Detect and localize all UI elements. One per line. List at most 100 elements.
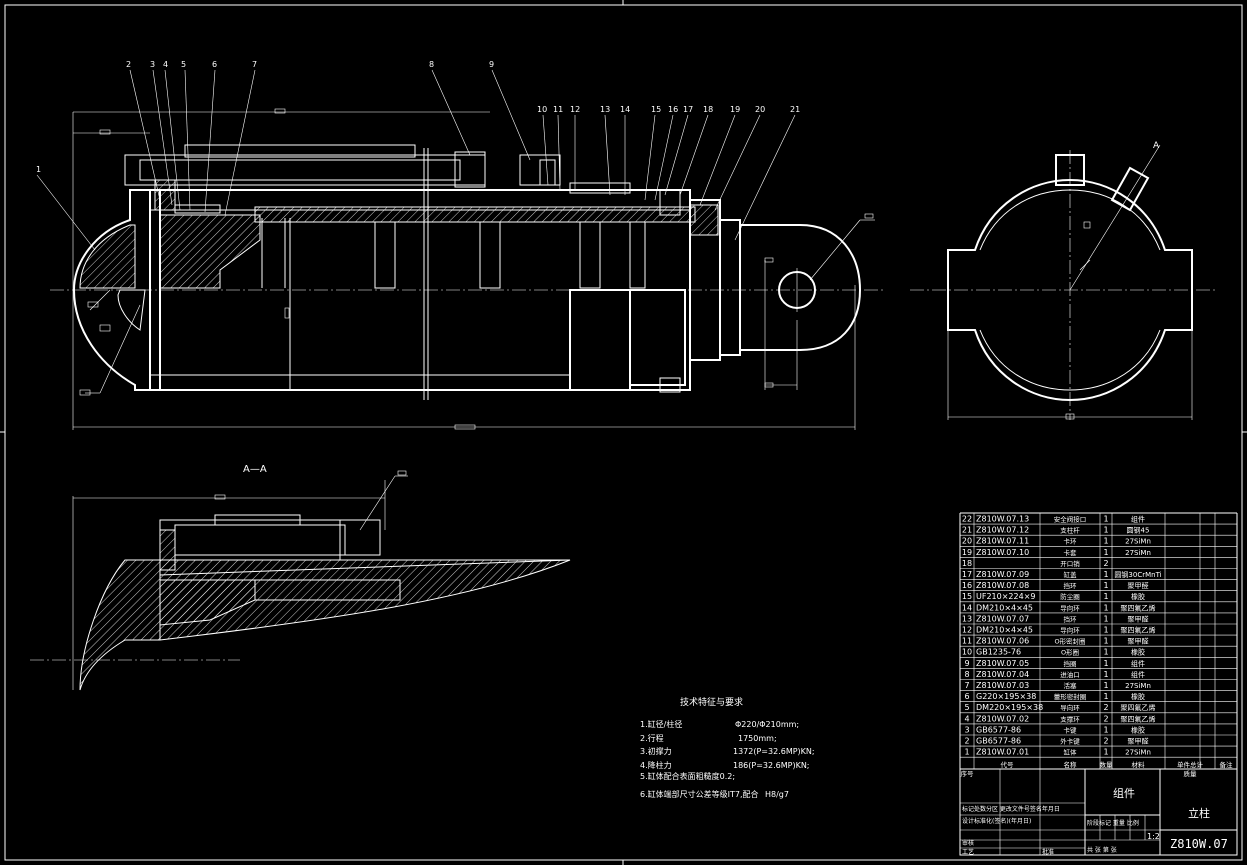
tech-line-2-label: 2.行程 xyxy=(640,733,664,743)
balloon-7: 7 xyxy=(252,60,257,69)
section-oil-inlet xyxy=(339,519,381,556)
balloon-20: 20 xyxy=(755,105,765,114)
tech-line-4-value: 186(P=32.6MP)KN; xyxy=(733,761,810,770)
revision-labels: 标记处数分区 更改文件号签名年月日 xyxy=(962,805,1060,813)
part-row-code: Z810W.07.03 xyxy=(976,681,1029,690)
part-row-material: 组件 xyxy=(1131,659,1145,668)
part-row-qty: 2 xyxy=(1103,714,1108,723)
part-row-material: 组件 xyxy=(1131,670,1145,679)
balloon-18: 18 xyxy=(703,105,713,114)
part-row-code: GB1235-76 xyxy=(976,648,1021,657)
tech-line-2-value: 1750mm; xyxy=(738,734,777,743)
part-row-name: 挡环 xyxy=(1064,614,1078,623)
part-row-code: Z810W.07.11 xyxy=(976,537,1029,546)
balloon-15: 15 xyxy=(651,105,661,114)
part-row-qty: 1 xyxy=(1103,570,1108,579)
approve-label: 批准 xyxy=(1042,848,1054,856)
oil-inlet xyxy=(454,151,486,188)
balloon-2: 2 xyxy=(126,60,131,69)
part-row-no: 7 xyxy=(964,681,969,690)
part-row-code: Z810W.07.06 xyxy=(976,637,1029,646)
balloon-12: 12 xyxy=(570,105,580,114)
part-row-name: 卡环 xyxy=(1064,537,1078,546)
part-row-material: 圆钢30CrMnTi xyxy=(1114,570,1161,579)
part-row-qty: 1 xyxy=(1103,592,1108,601)
part-row-code: Z810W.07.13 xyxy=(976,515,1029,524)
section-a-a-view: A—A xyxy=(30,464,571,691)
part-row-code: Z810W.07.07 xyxy=(976,614,1029,623)
process-label: 工艺 xyxy=(962,848,974,856)
stage-labels: 阶段标记 重量 比例 xyxy=(1087,819,1139,827)
balloon-17: 17 xyxy=(683,105,693,114)
part-row-code: Z810W.07.04 xyxy=(976,670,1029,679)
part-row-name: 蕾形密封圈 xyxy=(1054,692,1087,701)
balloon-4: 4 xyxy=(163,60,168,69)
part-row-material: 组件 xyxy=(1131,515,1145,524)
part-row-no: 11 xyxy=(962,637,972,646)
part-row-no: 3 xyxy=(964,725,969,734)
part-row-name: 支撑环 xyxy=(1060,714,1080,723)
part-row-name: 挡圈 xyxy=(1064,659,1077,668)
balloon-labels: 1 2 3 4 5 6 7 8 9 10 11 12 13 14 15 16 1… xyxy=(36,60,800,174)
part-row-no: 16 xyxy=(962,581,972,590)
part-row-material: 聚甲醛 xyxy=(1128,737,1149,746)
parts-header-no: 序号 xyxy=(961,769,975,778)
part-row-material: 27SiMn xyxy=(1125,682,1151,690)
part-row-name: 活塞 xyxy=(1064,681,1078,690)
drawing-title: 立柱 xyxy=(1188,806,1210,820)
end-view: A xyxy=(910,141,1215,420)
part-row-material: 27SiMn xyxy=(1125,549,1151,557)
part-row-no: 2 xyxy=(964,737,969,746)
balloon-1: 1 xyxy=(36,165,41,174)
balloon-13: 13 xyxy=(600,105,610,114)
balloon-10: 10 xyxy=(537,105,547,114)
part-row-no: 22 xyxy=(962,515,972,524)
part-row-no: 19 xyxy=(962,548,972,557)
parts-header-material: 材料 xyxy=(1132,760,1146,769)
part-row-name: 开口销 xyxy=(1060,559,1080,568)
leader-lines xyxy=(36,69,796,394)
cylinder-base xyxy=(72,189,161,391)
part-row-qty: 1 xyxy=(1103,515,1108,524)
part-row-code: DM210×4×45 xyxy=(976,603,1033,612)
balloon-6: 6 xyxy=(212,60,217,69)
balloon-9: 9 xyxy=(489,60,494,69)
balloon-5: 5 xyxy=(181,60,186,69)
part-row-name: 导向环 xyxy=(1060,603,1080,612)
part-row-code: Z810W.07.05 xyxy=(976,659,1029,668)
part-row-qty: 1 xyxy=(1103,581,1108,590)
sheet-labels: 共 张 第 张 xyxy=(1087,846,1117,854)
part-row-no: 20 xyxy=(962,537,972,546)
part-row-material: 橡胶 xyxy=(1131,592,1145,601)
balloon-19: 19 xyxy=(730,105,740,114)
drawing-scale: 1:2 xyxy=(1147,832,1160,841)
piston xyxy=(159,214,261,289)
part-row-name: 卡套 xyxy=(1064,548,1078,557)
title-block: 组件 立柱 Z810W.07 1:2 标记处数分区 更改文件号签名年月日 设计标… xyxy=(959,768,1238,856)
tech-title: 技术特征与要求 xyxy=(680,696,743,708)
part-row-name: 安全阀接口 xyxy=(1054,515,1087,524)
part-row-code: Z810W.07.02 xyxy=(976,714,1029,723)
part-row-no: 4 xyxy=(964,714,969,723)
tech-line-3-label: 3.初撑力 xyxy=(640,746,672,756)
balloon-11: 11 xyxy=(553,105,563,114)
part-row-qty: 2 xyxy=(1103,703,1108,712)
parts-header-remark: 备注 xyxy=(1220,760,1234,769)
part-row-material: 橡胶 xyxy=(1131,648,1145,657)
part-row-code: Z810W.07.10 xyxy=(976,548,1029,557)
section-marker-a: A xyxy=(1153,141,1160,151)
part-row-qty: 1 xyxy=(1103,614,1108,623)
parts-header-weight: 单件总计 xyxy=(1177,760,1204,769)
balloon-8: 8 xyxy=(429,60,434,69)
title-block-name: 组件 xyxy=(1113,786,1135,800)
part-row-no: 14 xyxy=(962,603,972,612)
part-row-qty: 1 xyxy=(1103,659,1108,668)
part-row-material: 聚四氟乙烯 xyxy=(1121,703,1156,712)
part-row-material: 聚四氟乙烯 xyxy=(1121,626,1156,635)
part-row-code: UF210×224×9 xyxy=(976,592,1036,601)
part-row-qty: 2 xyxy=(1103,559,1108,568)
part-row-code: DM210×4×45 xyxy=(976,626,1033,635)
tech-line-6-label: 6.缸体端部尺寸公差等级IT7,配合 xyxy=(640,789,759,799)
